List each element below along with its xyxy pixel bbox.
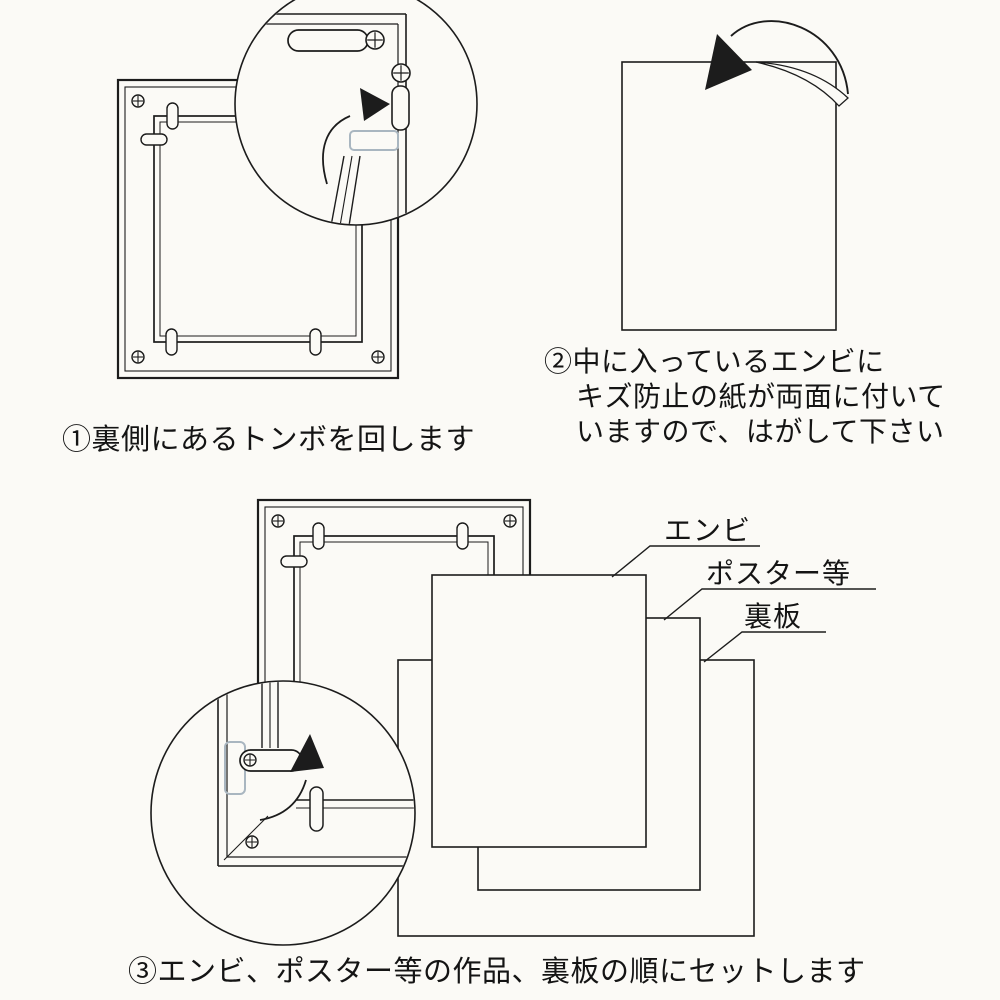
screw-icon [391, 63, 411, 83]
leader-enbi [611, 545, 760, 578]
screw-icon [131, 94, 145, 108]
screw-icon [365, 30, 385, 50]
zoom-circle-2 [150, 680, 416, 946]
tonbo-holder [391, 85, 410, 131]
tonbo-bar [287, 29, 369, 52]
tonbo-clip [312, 522, 325, 550]
tonbo-ghost-position [349, 130, 399, 151]
tonbo-clip [309, 328, 322, 356]
tonbo-clip [309, 786, 324, 832]
peel-corner-flap [755, 61, 849, 107]
screw-icon [371, 350, 385, 364]
step2-protective-sheet [621, 20, 849, 331]
leader-backboard [703, 631, 826, 663]
step2-caption-line3: いますので、はがして下さい [576, 416, 945, 447]
zoom-circle-1-outline [234, 0, 478, 226]
leader-lines [611, 545, 876, 663]
sheet-stack [397, 574, 755, 937]
zoom-circle-1 [234, 0, 478, 226]
peel-arc [730, 20, 849, 95]
rotation-arc [322, 115, 351, 185]
enbi-sheet-step3 [431, 574, 647, 848]
tonbo-clip [140, 133, 168, 146]
label-poster: ポスター等 [706, 558, 852, 589]
tonbo-clip [280, 555, 308, 568]
rotation-arrowhead-icon [360, 88, 390, 121]
step3-caption: ③エンビ、ポスター等の作品、裏板の順にセットします [128, 956, 866, 988]
step2-caption-line2: キズ防止の紙が両面に付いて [576, 381, 946, 412]
mitre-line [223, 815, 269, 861]
peel-arrowhead-icon [705, 34, 752, 90]
rotation-arc [259, 779, 307, 821]
step2-caption-line1: ②中に入っているエンビに [544, 346, 885, 377]
tonbo-clip [165, 328, 178, 356]
zoom-circle-2-outline [150, 680, 416, 946]
step1-caption: ①裏側にあるトンボを回します [62, 424, 476, 456]
leader-poster [663, 588, 876, 621]
label-enbi: エンビ [664, 515, 752, 546]
step2-caption: ②中に入っているエンビに キズ防止の紙が両面に付いて いますので、はがして下さい [544, 344, 946, 449]
zoom-circle-2-detail [217, 682, 414, 867]
enbi-sheet-step2 [621, 61, 837, 331]
rotation-arrowhead-icon [290, 734, 324, 772]
label-backboard: 裏板 [744, 601, 803, 632]
screw-icon [245, 835, 259, 849]
screw-icon [131, 350, 145, 364]
screw-icon [271, 514, 285, 528]
screw-icon [243, 753, 257, 767]
tonbo-clip [166, 102, 179, 130]
tonbo-clip [456, 522, 469, 550]
screw-icon [503, 514, 517, 528]
